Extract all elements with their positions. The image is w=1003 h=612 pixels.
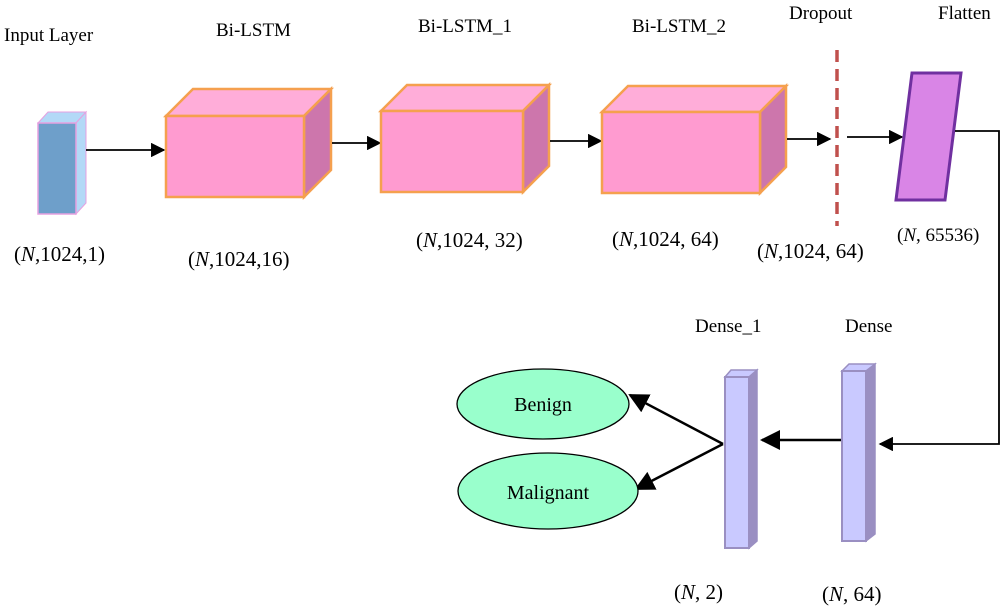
bilstm-shape: (N,1024,16) <box>188 247 290 271</box>
arrow-dense1-to-malignant <box>634 442 724 491</box>
bilstm-2-layer: Bi-LSTM_2 (N,1024, 64) <box>598 16 790 251</box>
bilstm-2-top <box>598 84 790 114</box>
bilstm-title: Bi-LSTM <box>216 20 291 41</box>
bilstm-1-shape: (N,1024, 32) <box>416 228 523 252</box>
input-layer-shape: (N,1024,1) <box>14 242 105 266</box>
bilstm-layer: Bi-LSTM (N,1024,16) <box>162 20 335 271</box>
dense-front <box>841 370 867 542</box>
dropout-layer: Dropout (N,1024, 64) <box>757 3 864 263</box>
bilstm-1-front <box>379 109 525 194</box>
arrow-dense1-to-benign <box>628 393 724 446</box>
dense-shape: (N, 64) <box>822 582 882 606</box>
dropout-shape: (N,1024, 64) <box>757 239 864 263</box>
flatten-title: Flatten <box>938 3 991 24</box>
input-layer-top <box>75 110 87 216</box>
malignant-label: Malignant <box>507 482 590 504</box>
connector-flatten-to-dense <box>878 130 1000 452</box>
dropout-title: Dropout <box>789 3 853 24</box>
output-benign: Benign <box>456 368 630 440</box>
input-layer-title: Input Layer <box>4 25 94 46</box>
benign-label: Benign <box>514 394 572 416</box>
dense-1-shape: (N, 2) <box>674 580 723 604</box>
dense-1-layer: Dense_1 (N, 2) <box>674 316 761 604</box>
flatten-shape: (N, 65536) <box>897 225 979 246</box>
dense-title: Dense <box>845 316 892 337</box>
dense-1-side <box>748 368 758 550</box>
dense-layer: Dense (N, 64) <box>822 316 892 606</box>
bilstm-2-front <box>600 110 762 195</box>
dense-1-title: Dense_1 <box>695 316 761 337</box>
dense-side <box>865 362 876 543</box>
benign-oval <box>456 368 630 440</box>
bilstm-1-title: Bi-LSTM_1 <box>418 16 512 37</box>
bilstm-2-shape: (N,1024, 64) <box>612 227 719 251</box>
bilstm-2-title: Bi-LSTM_2 <box>632 16 726 37</box>
bilstm-top <box>162 87 335 118</box>
flatten-shape-icon <box>894 71 963 202</box>
malignant-oval <box>457 452 639 530</box>
output-malignant: Malignant <box>457 452 639 530</box>
input-layer-front <box>37 122 77 215</box>
flatten-layer: Flatten (N, 65536) <box>894 3 991 246</box>
bilstm-1-top <box>377 83 553 113</box>
dense-1-front <box>724 376 750 549</box>
bilstm-front <box>164 114 306 199</box>
input-layer: Input Layer (N,1024,1) <box>4 25 105 266</box>
bilstm-1-layer: Bi-LSTM_1 (N,1024, 32) <box>377 16 553 252</box>
